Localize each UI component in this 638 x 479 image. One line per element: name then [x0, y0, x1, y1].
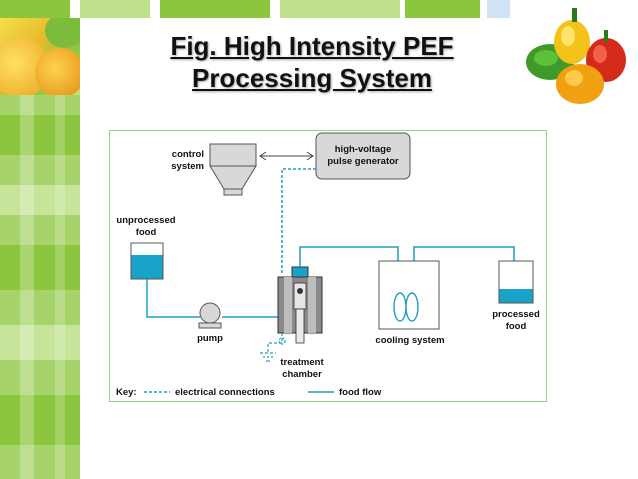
pump-device: [198, 302, 222, 329]
unprocessed-food-label-2: food: [136, 227, 157, 238]
treatment-chamber-device: [277, 266, 323, 344]
peppers-image: [510, 0, 638, 118]
control-system-device: [209, 143, 257, 196]
cooling-system-device: [378, 260, 440, 330]
pulse-generator-box: [315, 132, 411, 180]
unprocessed-food-tank: [130, 242, 164, 280]
key-label: Key:: [116, 387, 137, 398]
electrical-connection-top: [281, 168, 316, 274]
processed-food-label-1: processed: [492, 309, 540, 320]
left-decor-band: [0, 95, 80, 479]
key-food-flow-label: food flow: [339, 387, 382, 398]
slide-title: Fig. High Intensity PEF Processing Syste…: [112, 30, 512, 94]
treatment-chamber-label-2: chamber: [282, 369, 322, 380]
food-flow-tank-to-pump: [146, 279, 200, 318]
control-link-arrow: [259, 151, 314, 161]
cooling-system-label: cooling system: [375, 335, 444, 346]
control-system-label-2: system: [171, 161, 204, 172]
title-line-1: Fig. High Intensity PEF: [170, 31, 454, 61]
pulse-generator-label-2: pulse generator: [327, 156, 399, 167]
pef-diagram: control system high-voltage pulse genera…: [109, 130, 547, 402]
treatment-chamber-label-1: treatment: [280, 357, 324, 368]
title-line-2: Processing System: [192, 63, 432, 93]
electrical-ground: [260, 333, 286, 362]
processed-food-container: [498, 260, 534, 304]
pulse-generator-label-1: high-voltage: [335, 144, 391, 155]
top-decor-band: [0, 0, 638, 18]
key-electrical-label: electrical connections: [175, 387, 275, 398]
pump-label: pump: [197, 333, 223, 344]
unprocessed-food-label-1: unprocessed: [116, 215, 175, 226]
fruit-image-left: [0, 18, 80, 95]
control-system-label-1: control: [172, 149, 204, 160]
processed-food-label-2: food: [506, 321, 527, 332]
